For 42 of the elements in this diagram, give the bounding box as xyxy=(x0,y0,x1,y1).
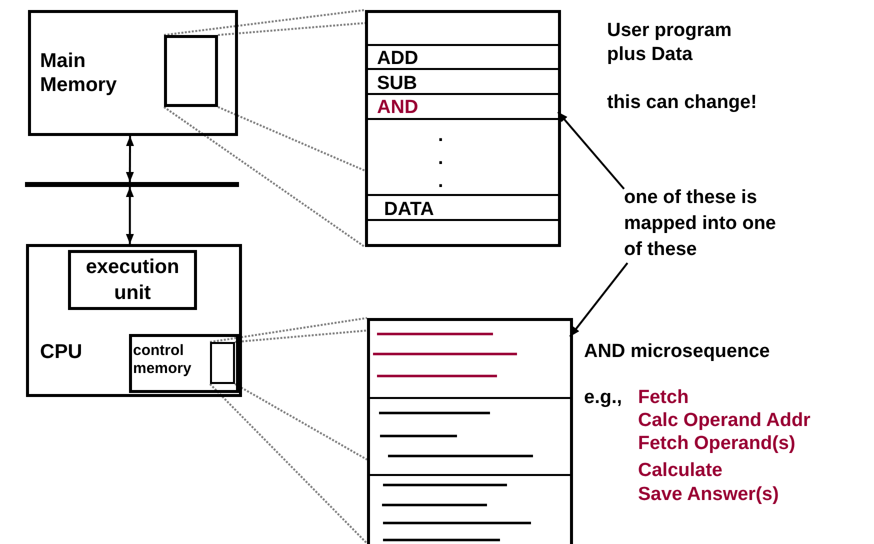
annotation-text: Calculate xyxy=(638,459,722,483)
projection-line xyxy=(218,22,366,36)
annotation-text: this can change! xyxy=(607,91,757,115)
arrow xyxy=(569,262,628,338)
execution-unit-box xyxy=(68,250,197,310)
projection-line xyxy=(163,106,366,248)
microsequence-region-box xyxy=(210,342,235,384)
control-memory-table xyxy=(367,318,573,544)
arrow xyxy=(126,136,134,182)
projection-line xyxy=(218,106,366,172)
memory-region-box xyxy=(164,35,218,107)
node-label: SUB xyxy=(377,73,418,95)
projection-line xyxy=(234,383,368,460)
node-label: control memory xyxy=(133,342,192,378)
projection-line xyxy=(210,317,368,343)
annotation-text: Fetch Operand(s) xyxy=(638,432,796,456)
node-label: AND xyxy=(377,97,418,119)
annotation-text: Fetch xyxy=(638,386,689,410)
node-label: DATA xyxy=(384,199,434,221)
node-label: Main Memory xyxy=(40,49,118,97)
annotation-text: User program plus Data xyxy=(607,19,733,67)
arrow xyxy=(126,187,134,244)
memory-table xyxy=(365,10,561,247)
control-memory-box xyxy=(129,334,239,393)
node-label: . xyxy=(438,171,444,193)
projection-line xyxy=(234,330,368,343)
annotation-text: Calc Operand Addr xyxy=(638,409,810,433)
bus-bar xyxy=(25,182,239,187)
node-label: execution unit xyxy=(84,255,180,306)
node-label: ADD xyxy=(377,48,418,70)
cpu-box xyxy=(26,244,242,397)
node-label: . xyxy=(438,125,444,147)
arrow xyxy=(557,111,625,190)
node-label: CPU xyxy=(40,340,82,364)
annotation-text: one of these is mapped into one of these xyxy=(624,185,796,263)
node-label: . xyxy=(438,148,444,170)
memory-box xyxy=(28,10,238,136)
annotation-text: e.g., xyxy=(584,386,622,410)
projection-line xyxy=(209,383,368,544)
annotation-text: AND microsequence xyxy=(584,340,770,364)
annotation-text: Save Answer(s) xyxy=(638,483,779,507)
projection-line xyxy=(164,9,366,36)
